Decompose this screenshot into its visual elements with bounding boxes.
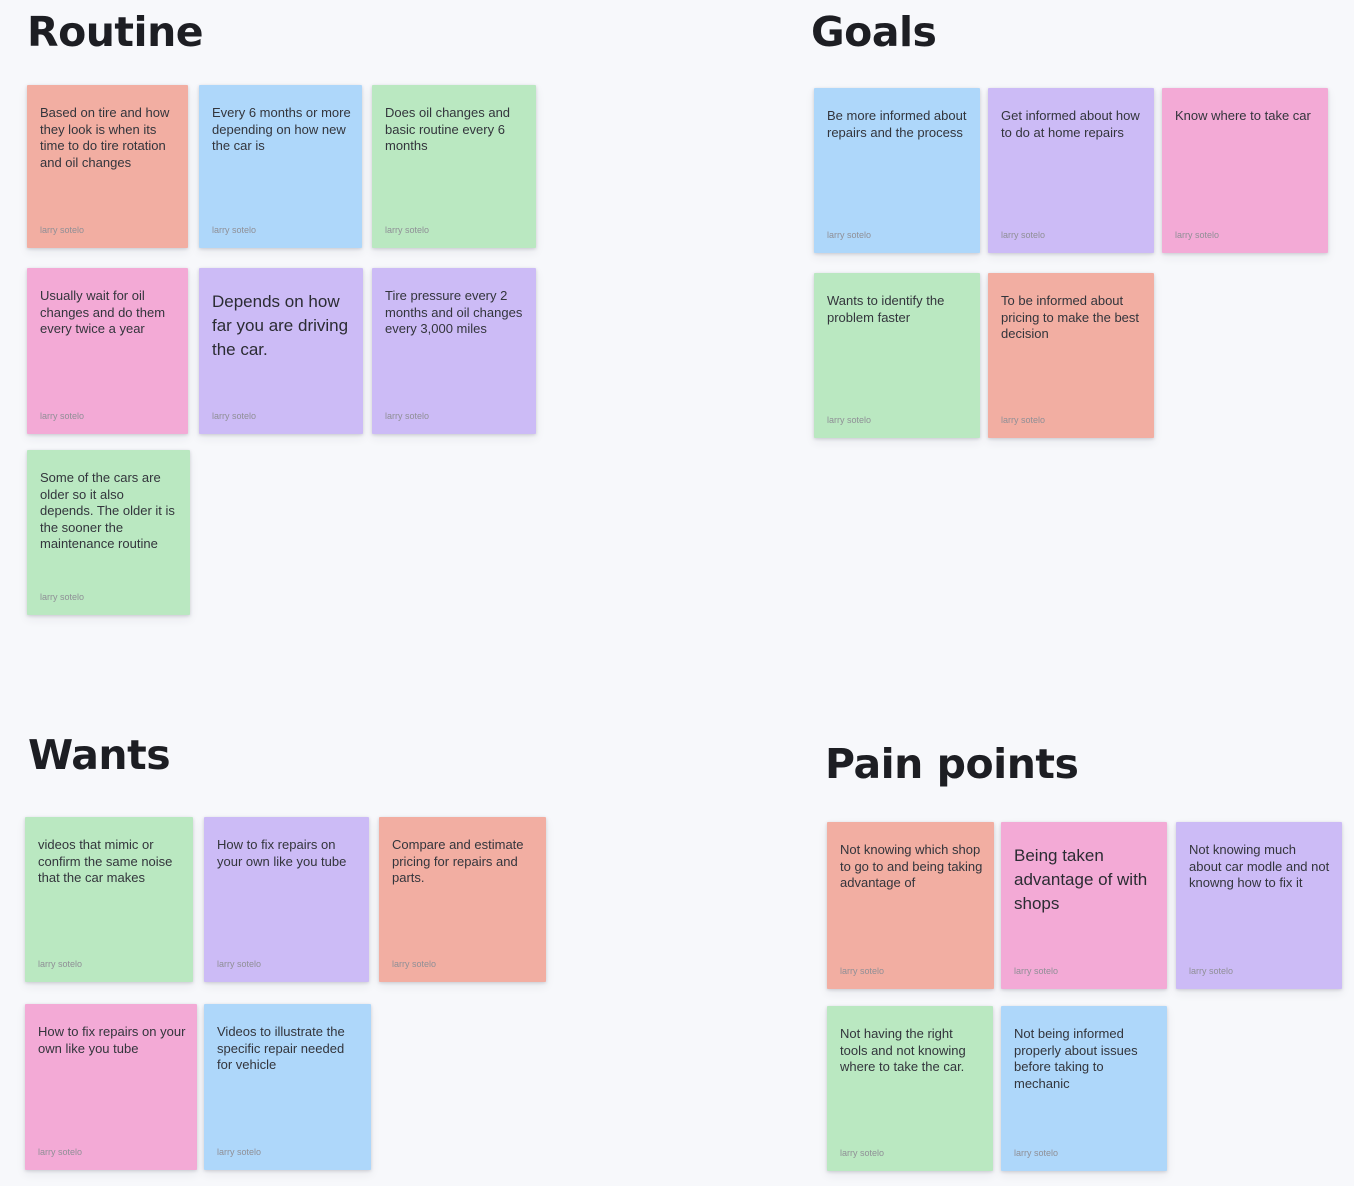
sticky-note[interactable]: How to fix repairs on your own like you … xyxy=(25,1004,197,1170)
note-text: How to fix repairs on your own like you … xyxy=(38,1024,186,1056)
note-author: larry sotelo xyxy=(38,959,83,969)
note-author: larry sotelo xyxy=(38,1147,83,1157)
sticky-note[interactable]: Some of the cars are older so it also de… xyxy=(27,450,190,615)
sticky-note[interactable]: Not having the right tools and not knowi… xyxy=(827,1006,993,1171)
note-author: larry sotelo xyxy=(1175,230,1220,240)
note-author: larry sotelo xyxy=(840,966,885,976)
note-text: Not being informed properly about issues… xyxy=(1014,1026,1138,1091)
note-author: larry sotelo xyxy=(392,959,437,969)
sticky-note[interactable]: Being taken advantage of with shops larr… xyxy=(1001,822,1167,989)
note-author: larry sotelo xyxy=(1001,230,1046,240)
note-text: videos that mimic or confirm the same no… xyxy=(38,837,173,885)
note-text: Videos to illustrate the specific repair… xyxy=(217,1024,345,1072)
note-text: Some of the cars are older so it also de… xyxy=(40,470,175,551)
note-author: larry sotelo xyxy=(1014,966,1059,976)
note-author: larry sotelo xyxy=(840,1148,885,1158)
note-text: Not having the right tools and not knowi… xyxy=(840,1026,966,1074)
sticky-note[interactable]: videos that mimic or confirm the same no… xyxy=(25,817,193,982)
section-title-routine[interactable]: Routine xyxy=(27,8,204,56)
note-author: larry sotelo xyxy=(212,225,257,235)
note-text: Does oil changes and basic routine every… xyxy=(385,105,511,153)
note-author: larry sotelo xyxy=(40,592,85,602)
sticky-note[interactable]: Know where to take car larry sotelo xyxy=(1162,88,1328,253)
note-author: larry sotelo xyxy=(1189,966,1234,976)
sticky-note[interactable]: Be more informed about repairs and the p… xyxy=(814,88,980,253)
note-text: Compare and estimate pricing for repairs… xyxy=(392,837,524,885)
note-text: Tire pressure every 2 months and oil cha… xyxy=(385,288,523,336)
note-text: Not knowing much about car modle and not… xyxy=(1189,842,1330,890)
sticky-note[interactable]: Every 6 months or more depending on how … xyxy=(199,85,362,248)
sticky-note[interactable]: How to fix repairs on your own like you … xyxy=(204,817,369,982)
section-title-goals[interactable]: Goals xyxy=(811,8,937,56)
note-text: Get informed about how to do at home rep… xyxy=(1001,108,1140,140)
note-text: Every 6 months or more depending on how … xyxy=(212,105,351,153)
sticky-note[interactable]: Get informed about how to do at home rep… xyxy=(988,88,1154,253)
note-text: Being taken advantage of with shops xyxy=(1014,846,1148,913)
note-text: Usually wait for oil changes and do them… xyxy=(40,288,166,336)
note-author: larry sotelo xyxy=(217,959,262,969)
note-text: How to fix repairs on your own like you … xyxy=(217,837,347,869)
section-title-pain-points[interactable]: Pain points xyxy=(825,740,1079,788)
sticky-note[interactable]: Compare and estimate pricing for repairs… xyxy=(379,817,546,982)
sticky-note[interactable]: Based on tire and how they look is when … xyxy=(27,85,188,248)
note-author: larry sotelo xyxy=(1014,1148,1059,1158)
note-text: Depends on how far you are driving the c… xyxy=(212,292,349,359)
sticky-note[interactable]: Wants to identify the problem faster lar… xyxy=(814,273,980,438)
sticky-note[interactable]: Videos to illustrate the specific repair… xyxy=(204,1004,371,1170)
note-author: larry sotelo xyxy=(385,411,430,421)
note-author: larry sotelo xyxy=(385,225,430,235)
note-text: Wants to identify the problem faster xyxy=(827,293,945,325)
sticky-note[interactable]: Not being informed properly about issues… xyxy=(1001,1006,1167,1171)
note-text: Know where to take car xyxy=(1175,108,1311,123)
note-author: larry sotelo xyxy=(217,1147,262,1157)
note-text: Not knowing which shop to go to and bein… xyxy=(840,842,983,890)
sticky-note[interactable]: Depends on how far you are driving the c… xyxy=(199,268,363,434)
sticky-note[interactable]: To be informed about pricing to make the… xyxy=(988,273,1154,438)
note-author: larry sotelo xyxy=(40,225,85,235)
sticky-note[interactable]: Does oil changes and basic routine every… xyxy=(372,85,536,248)
note-author: larry sotelo xyxy=(1001,415,1046,425)
sticky-note[interactable]: Not knowing which shop to go to and bein… xyxy=(827,822,994,989)
note-author: larry sotelo xyxy=(212,411,257,421)
note-author: larry sotelo xyxy=(827,230,872,240)
note-text: To be informed about pricing to make the… xyxy=(1001,293,1140,341)
note-text: Be more informed about repairs and the p… xyxy=(827,108,967,140)
section-title-wants[interactable]: Wants xyxy=(28,731,171,779)
note-text: Based on tire and how they look is when … xyxy=(40,105,170,170)
note-author: larry sotelo xyxy=(40,411,85,421)
sticky-note[interactable]: Usually wait for oil changes and do them… xyxy=(27,268,188,434)
sticky-note[interactable]: Not knowing much about car modle and not… xyxy=(1176,822,1342,989)
sticky-note[interactable]: Tire pressure every 2 months and oil cha… xyxy=(372,268,536,434)
note-author: larry sotelo xyxy=(827,415,872,425)
